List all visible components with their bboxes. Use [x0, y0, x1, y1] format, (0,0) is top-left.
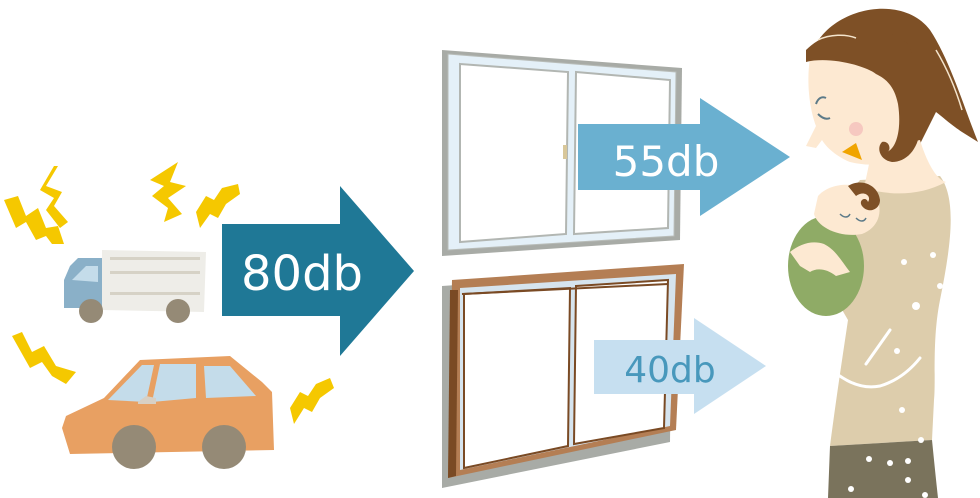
- baby-hair-curl: [848, 182, 880, 211]
- hair-highlight: [817, 34, 857, 41]
- car-window: [108, 365, 154, 402]
- cheek-blush: [849, 122, 863, 136]
- lightning-bolt-icon: [4, 196, 64, 244]
- mother-hand: [790, 242, 850, 276]
- eye-closed: [817, 113, 831, 120]
- wheel: [112, 425, 156, 469]
- lightning-bolt-icon: [290, 378, 334, 424]
- single-window: [442, 50, 682, 256]
- mouth: [842, 143, 862, 160]
- baby-head: [814, 184, 880, 235]
- mother-with-baby: [788, 8, 978, 498]
- inner-sash-rail: [461, 283, 669, 295]
- truck-stripe: [110, 257, 200, 260]
- truck-stripe: [110, 292, 200, 295]
- lightning-bolt-icon: [196, 184, 240, 228]
- sweater-fold: [820, 356, 922, 389]
- baby-eye: [839, 213, 851, 218]
- car-mirror: [138, 396, 156, 404]
- hair-fringe: [806, 28, 922, 162]
- lightning-bolt-icon: [40, 166, 68, 228]
- wheel: [79, 299, 103, 323]
- arrow-shape: [594, 318, 766, 414]
- lightning-bolt-icon: [150, 162, 186, 222]
- baby-eye: [855, 217, 867, 222]
- hair-highlight: [935, 49, 963, 111]
- car-window: [152, 364, 196, 402]
- arrow-label: 40db: [624, 350, 716, 391]
- lightning-bolt-icon: [12, 332, 76, 384]
- wheel: [166, 299, 190, 323]
- truck-stripe: [110, 271, 200, 274]
- truck-window: [72, 266, 98, 282]
- window-pane-left: [459, 62, 570, 244]
- window-latch: [563, 145, 567, 159]
- noise-bolts: [4, 162, 334, 424]
- window-frame-wood-dark: [448, 290, 458, 478]
- eyebrow: [815, 96, 827, 105]
- sweater-dots: [894, 252, 943, 443]
- arrow-shape: [578, 98, 790, 216]
- pants: [828, 440, 938, 498]
- arrow-shape: [222, 186, 414, 356]
- window-pane-left: [463, 286, 572, 470]
- arrow-80db: 80db: [222, 186, 414, 356]
- sweater-fold: [864, 328, 892, 366]
- arrow-40db: 40db: [594, 318, 766, 414]
- pants-dots: [848, 456, 928, 498]
- arrow-55db: 55db: [578, 98, 790, 216]
- arrow-label: 80db: [241, 246, 363, 302]
- truck-box: [102, 250, 206, 312]
- truck-cab: [64, 258, 104, 308]
- wheel: [202, 425, 246, 469]
- face: [806, 55, 905, 165]
- car-window: [204, 366, 256, 398]
- car: [62, 356, 274, 469]
- arrow-label: 55db: [613, 137, 720, 186]
- truck: [64, 250, 206, 323]
